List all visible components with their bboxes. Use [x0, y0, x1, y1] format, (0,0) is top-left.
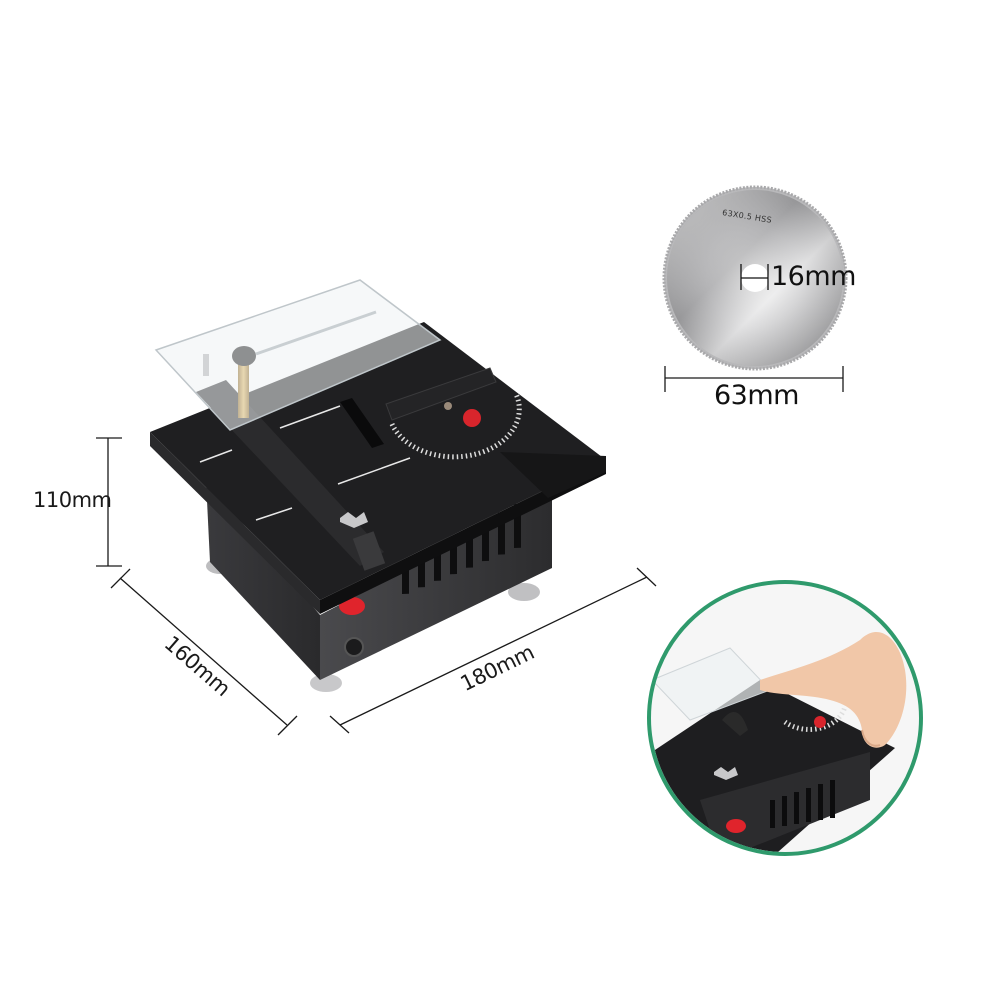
table-rulers	[199, 405, 411, 521]
width-dimension-line	[339, 576, 648, 726]
acrylic-guard	[154, 279, 442, 431]
wing-nut	[340, 512, 368, 528]
foot-right	[508, 583, 540, 601]
depth-dimension-line	[119, 577, 288, 726]
saw-blade	[662, 185, 848, 371]
dimension-lines	[96, 366, 844, 736]
foot-front	[310, 674, 342, 692]
blade-bore-label: 16mm	[771, 261, 856, 292]
miter-lock-knob	[463, 409, 481, 427]
height-label: 110mm	[33, 488, 112, 512]
power-jack	[344, 637, 364, 657]
inset-border	[647, 580, 923, 856]
saw-illustration	[150, 279, 606, 692]
usage-inset	[647, 580, 923, 856]
blade-diameter-label: 63mm	[714, 380, 799, 411]
